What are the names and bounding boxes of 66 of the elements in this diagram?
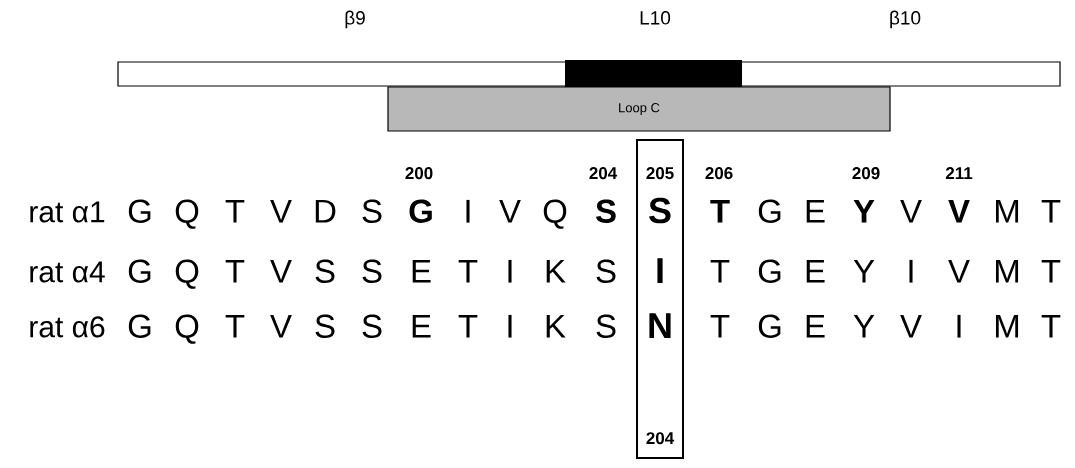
residue-letter: E [806, 199, 825, 223]
residue-letter: T [1041, 259, 1061, 283]
residue-letter: S [362, 314, 382, 338]
loop-box: Loop C [387, 86, 891, 132]
residue-letter: M [996, 314, 1019, 338]
residue-letter: Q [175, 199, 199, 229]
residue-letter: T [1041, 199, 1061, 223]
residue-letter: T [458, 314, 478, 338]
residue-letter: Y [853, 199, 875, 223]
residue-letter: S [595, 199, 616, 223]
residue-letter: I [957, 314, 961, 338]
residue-number: 209 [852, 167, 880, 180]
residue-letter: Q [175, 259, 199, 289]
strand-label: β10 [890, 10, 921, 29]
residue-letter: I [508, 314, 512, 338]
residue-letter: I [466, 199, 470, 223]
residue-letter: Q [543, 199, 567, 229]
strand-label: β9 [345, 10, 365, 29]
residue-letter: V [900, 199, 922, 223]
residue-letter: E [412, 314, 431, 338]
residue-letter: D [315, 199, 336, 223]
residue-letter: V [270, 199, 292, 223]
residue-letter: V [499, 199, 521, 223]
residue-letter: M [996, 199, 1019, 223]
residue-letter: E [806, 259, 825, 283]
residue-letter: T [1041, 314, 1061, 338]
residue-letter: S [315, 259, 335, 283]
residue-letter: E [806, 314, 825, 338]
residue-letter: K [546, 259, 566, 283]
residue-letter: T [225, 199, 245, 223]
residue-letter: G [128, 199, 151, 223]
residue-letter: V [948, 199, 970, 223]
residue-number: 206 [705, 167, 733, 180]
residue-letter: I [508, 259, 512, 283]
residue-letter: T [225, 314, 245, 338]
residue-letter: G [758, 199, 781, 223]
residue-letter: G [128, 259, 151, 283]
residue-letter: Y [853, 314, 875, 338]
residue-number: 204 [589, 167, 618, 180]
residue-number: 200 [405, 167, 433, 180]
residue-letter: S [362, 259, 382, 283]
sequence-name: rat α6 [30, 316, 105, 338]
residue-letter: I [909, 259, 913, 283]
residue-letter: T [710, 199, 730, 223]
residue-letter: V [948, 259, 970, 283]
residue-letter: T [225, 259, 245, 283]
residue-letter: G [128, 314, 151, 338]
residue-letter: M [996, 259, 1019, 283]
residue-letter: V [270, 259, 292, 283]
residue-letter: S [362, 199, 382, 223]
strand-label: L10 [640, 11, 671, 25]
residue-letter: Y [853, 259, 875, 283]
residue-letter: V [270, 314, 292, 338]
residue-letter: V [900, 314, 922, 338]
highlight-box: 205 S I N 204 [636, 139, 684, 459]
residue-letter: Q [175, 314, 199, 344]
residue-letter: K [546, 314, 566, 338]
residue-number: 211 [945, 167, 973, 179]
residue-letter: S [315, 314, 335, 338]
residue-letter: E [412, 259, 431, 283]
sequence-name: rat α1 [30, 201, 105, 223]
residue-letter: G [409, 199, 432, 223]
sequence-name: rat α4 [30, 261, 105, 283]
residue-letter: T [458, 259, 478, 283]
residue-letter: G [758, 314, 781, 338]
residue-letter: G [758, 259, 781, 283]
